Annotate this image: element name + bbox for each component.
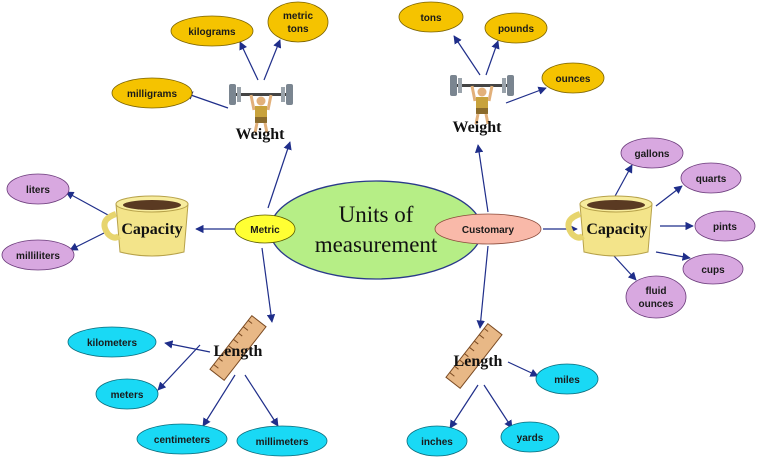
weightlifter-icon <box>450 75 514 125</box>
connector-pounds <box>485 40 500 76</box>
bubble-fluid-ounces: fluid ounces <box>625 275 687 319</box>
connector-centimeters <box>202 374 236 427</box>
svg-text:milliliters: milliliters <box>16 251 60 262</box>
connector-kilometers <box>164 340 211 353</box>
customary-weight-label: Weight <box>453 119 503 136</box>
bubble-ounces: ounces <box>541 62 605 94</box>
connector-milligrams <box>184 91 229 109</box>
connector-metric-weight <box>267 141 292 209</box>
metric-weight-label: Weight <box>236 126 286 143</box>
center-node: Units of measurement <box>269 180 483 280</box>
bubble-quarts: quarts <box>680 162 742 194</box>
connector-quarts <box>655 185 683 207</box>
bubble-centimeters: centimeters <box>136 423 228 455</box>
bubble-milligrams: milligrams <box>111 77 193 109</box>
bubble-millimeters: millimeters <box>236 425 328 457</box>
svg-text:tons: tons <box>420 13 442 24</box>
customary-capacity-label: Capacity <box>586 221 647 238</box>
svg-text:pints: pints <box>713 222 737 233</box>
connector-metric-length <box>261 247 276 323</box>
bubble-pounds: pounds <box>484 12 548 44</box>
bubble-miles: miles <box>535 363 599 395</box>
svg-text:centimeters: centimeters <box>154 435 211 446</box>
coffee-cup-icon <box>565 195 653 257</box>
connector-cups <box>655 251 691 261</box>
connector-liters <box>65 191 109 216</box>
svg-text:liters: liters <box>26 185 50 196</box>
connector-fluid-ounces <box>613 255 637 281</box>
bubble-pints: pints <box>694 210 756 242</box>
svg-text:milligrams: milligrams <box>127 89 177 100</box>
bubble-cups: cups <box>682 253 744 285</box>
connector-customary-weight <box>474 144 489 213</box>
svg-text:metric: metric <box>283 11 313 22</box>
bubble-meters: meters <box>95 378 159 410</box>
bubble-gallons: gallons <box>620 137 684 169</box>
svg-text:quarts: quarts <box>696 174 727 185</box>
svg-text:fluid: fluid <box>645 286 666 297</box>
connector-gallons <box>613 164 633 199</box>
center-title-line1: Units of <box>339 202 414 227</box>
bubble-inches: inches <box>406 425 468 457</box>
connector-miles <box>507 361 539 377</box>
ruler-icon <box>209 314 267 382</box>
svg-text:ounces: ounces <box>638 299 673 310</box>
svg-text:yards: yards <box>517 433 544 444</box>
connector-inches <box>449 384 479 429</box>
svg-text:inches: inches <box>421 437 453 448</box>
connector-ounces <box>505 86 547 104</box>
metric-length-label: Length <box>214 343 263 360</box>
svg-text:millimeters: millimeters <box>256 437 309 448</box>
bubble-kilometers: kilometers <box>67 326 157 358</box>
connector-kilograms <box>239 41 259 81</box>
customary-length-label: Length <box>454 353 503 370</box>
svg-text:meters: meters <box>111 390 144 401</box>
connector-millimeters <box>244 374 279 427</box>
connector-milliliters <box>69 230 109 251</box>
svg-text:miles: miles <box>554 375 580 386</box>
connector-meters <box>157 344 201 391</box>
svg-text:kilograms: kilograms <box>188 27 236 38</box>
coffee-cup-icon <box>101 195 189 257</box>
customary-label: Customary <box>462 225 515 236</box>
bubble-milliliters: milliliters <box>1 239 75 271</box>
bubble-tons: tons <box>398 1 464 33</box>
svg-text:tons: tons <box>287 24 309 35</box>
bubble-kilograms: kilograms <box>170 15 254 47</box>
connector-metric-tons <box>263 39 282 81</box>
svg-text:ounces: ounces <box>555 74 590 85</box>
bubble-yards: yards <box>500 421 560 453</box>
connector-tons <box>453 35 481 76</box>
connector-customary-length <box>476 245 489 329</box>
metric-capacity-label: Capacity <box>121 221 182 238</box>
connector-yards <box>483 384 513 429</box>
ruler-icon <box>445 322 503 390</box>
bubble-liters: liters <box>6 173 70 205</box>
weightlifter-icon <box>229 84 293 134</box>
svg-text:kilometers: kilometers <box>87 338 137 349</box>
svg-text:gallons: gallons <box>634 149 669 160</box>
metric-node: Metric <box>234 214 296 244</box>
svg-text:cups: cups <box>701 265 725 276</box>
customary-node: Customary <box>434 213 542 245</box>
bubble-metric-tons: metric tons <box>267 1 329 43</box>
center-title-line2: measurement <box>315 232 438 257</box>
svg-text:pounds: pounds <box>498 24 535 35</box>
metric-label: Metric <box>250 225 280 236</box>
